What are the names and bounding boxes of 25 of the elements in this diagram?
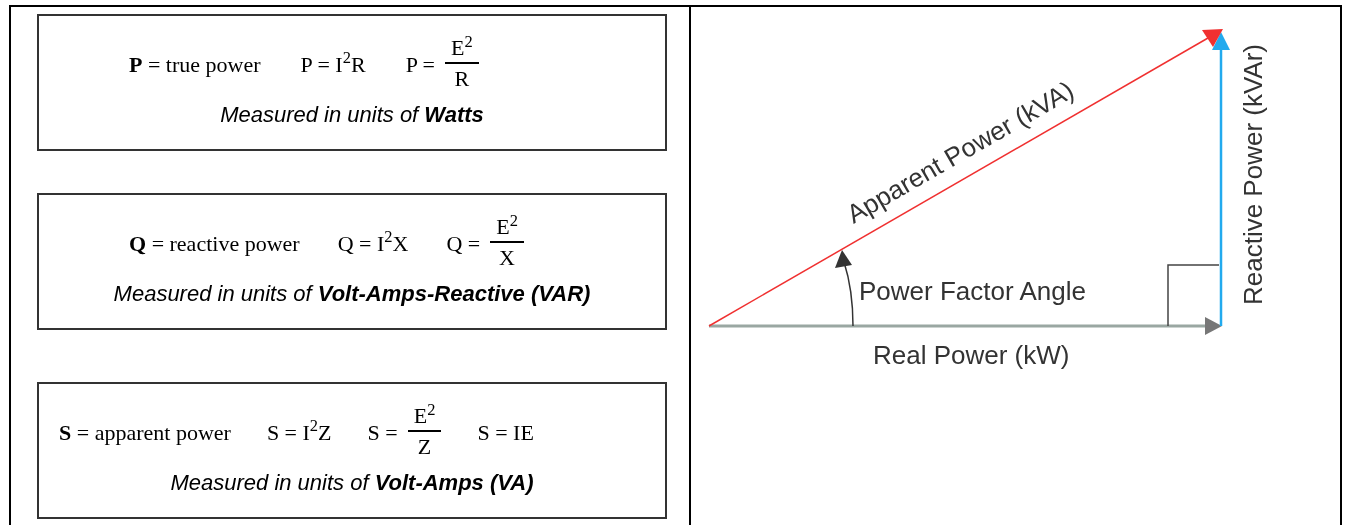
formula: S = — [367, 418, 398, 447]
units-note: Measured in units of Volt-Amps (VA) — [170, 469, 534, 497]
numerator: E$^{2}$ — [407, 402, 442, 432]
formula: P = — [405, 50, 435, 79]
angle-label: Power Factor Angle — [859, 275, 1086, 308]
formula: P = I$^{2}$R — [300, 47, 366, 79]
formula: S = I$^{2}$Z — [266, 415, 332, 447]
units-note: Measured in units of Watts — [220, 101, 484, 129]
vector-label: Real Power (kW) — [873, 339, 1070, 372]
units-note: Measured in units of Volt-Amps-Reactive (VAR) — [113, 280, 591, 308]
denominator: R — [454, 65, 470, 93]
numerator: E$^{2}$ — [444, 34, 479, 64]
formula-box — [37, 382, 667, 519]
numerator: E$^{2}$ — [490, 213, 524, 243]
formula: Q = — [446, 229, 481, 258]
formula-box — [37, 193, 667, 330]
definition-text: S = apparent power — [59, 418, 231, 447]
definition-text: P = true power — [129, 50, 261, 79]
formula: Q = I$^{2}$X — [337, 226, 409, 258]
denominator: Z — [417, 433, 432, 461]
definition-text: Q = reactive power — [129, 229, 300, 258]
vector-label: Reactive Power (kVAr) — [1236, 43, 1269, 307]
formula: S = IE — [477, 418, 534, 447]
formula-box — [37, 14, 667, 151]
denominator: X — [499, 244, 515, 272]
